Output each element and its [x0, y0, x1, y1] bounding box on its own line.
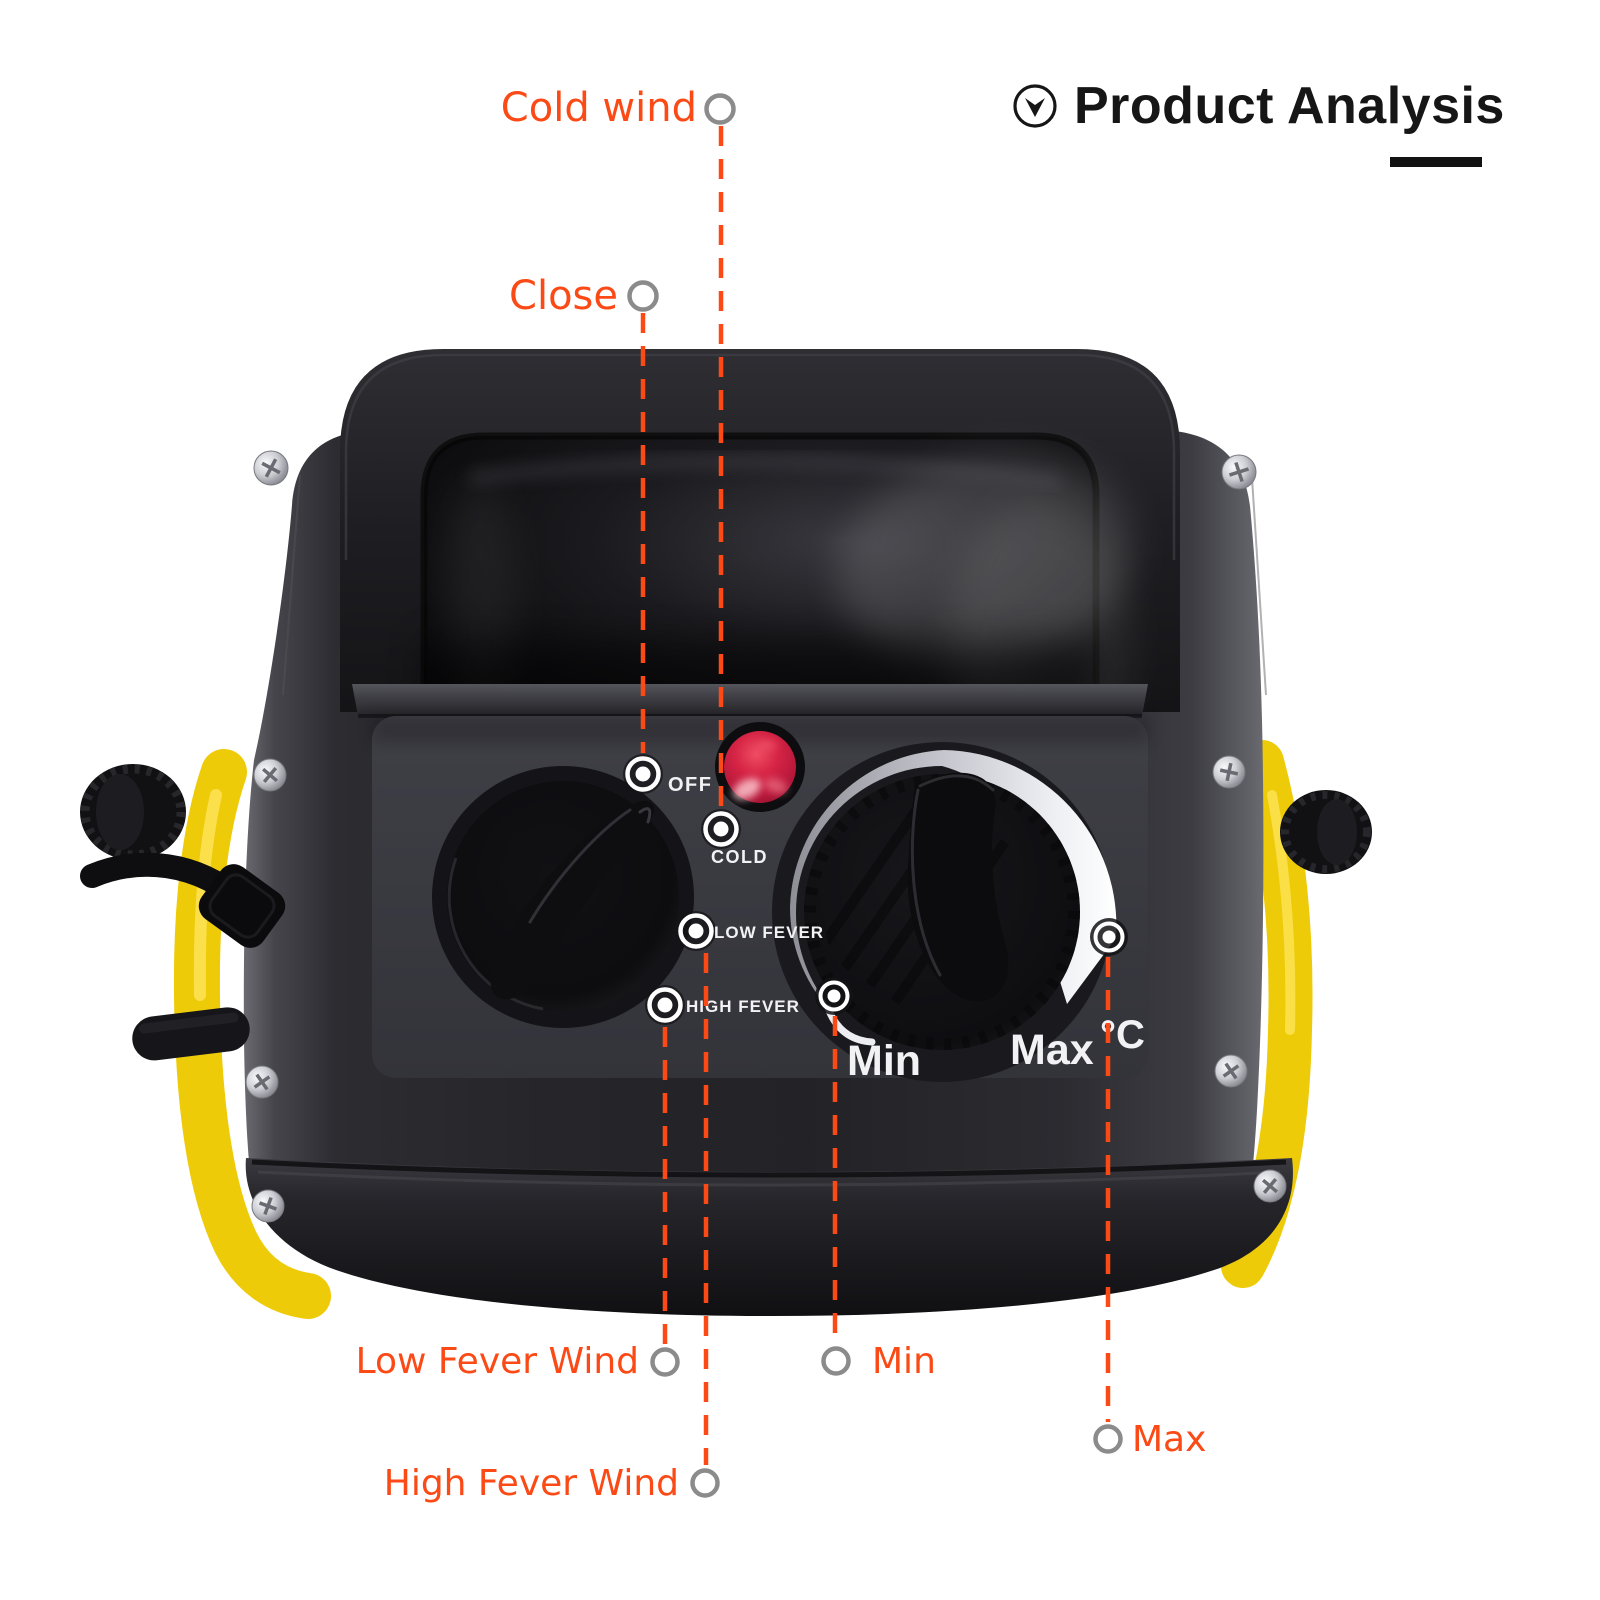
- callout-lines: [640, 126, 1111, 1465]
- mode-knob: [432, 766, 694, 1028]
- front-ledge: [352, 684, 1148, 716]
- screws: [245, 450, 1287, 1223]
- panel-labels: OFF COLD LOW FEVER HIGH FEVER Min Max °C: [668, 774, 1145, 1085]
- page-title: Product Analysis: [1012, 76, 1505, 136]
- callout-ring-close: [627, 280, 659, 312]
- side-knob-right: [1280, 790, 1372, 874]
- callout-label-high-fever-wind: High Fever Wind: [383, 1463, 679, 1504]
- title-underline: [1390, 157, 1482, 167]
- callout-label-cold-wind: Cold wind: [500, 85, 697, 131]
- panel-label-min: Min: [847, 1037, 921, 1085]
- callout-ring-cold-wind: [704, 93, 736, 125]
- marker-high-fever: [645, 985, 685, 1025]
- frame-lever: [132, 1007, 250, 1061]
- thermostat-knob-lever: [907, 772, 1009, 1002]
- callout-label-min: Min: [872, 1341, 936, 1382]
- callout-label-close: Close: [509, 273, 618, 319]
- screw: [1212, 755, 1246, 789]
- screw: [1221, 454, 1257, 490]
- callout-ring-max: [1093, 1424, 1123, 1454]
- callout-ring-low-fever-wind: [650, 1347, 680, 1377]
- callout-label-low-fever-wind: Low Fever Wind: [355, 1341, 639, 1382]
- power-indicator-light: [715, 722, 805, 812]
- callout-label-max: Max: [1132, 1419, 1207, 1460]
- side-knob-left: [80, 764, 186, 860]
- marker-min: [815, 977, 853, 1015]
- mode-knob-lever: [490, 800, 655, 1000]
- panel-label-off: OFF: [668, 774, 713, 796]
- panel-label-cold: COLD: [711, 847, 768, 867]
- marker-low-fever: [676, 911, 716, 951]
- panel-markers: [623, 754, 1128, 1025]
- screw: [251, 1189, 285, 1223]
- callout-ring-high-fever-wind: [690, 1468, 720, 1498]
- screw: [1253, 1169, 1287, 1203]
- screw: [253, 758, 287, 792]
- marker-max: [1090, 918, 1128, 956]
- body-seam-right: [1251, 477, 1267, 696]
- carry-handle: [340, 349, 1180, 780]
- body-seam-left: [282, 474, 301, 696]
- screw: [1214, 1054, 1248, 1088]
- screw: [245, 1065, 279, 1099]
- base-band: [245, 1158, 1293, 1316]
- page-title-text: Product Analysis: [1074, 77, 1505, 135]
- circle-chevron-down-icon: [1013, 84, 1057, 128]
- thermostat-knob: [772, 742, 1117, 1082]
- marker-off: [623, 754, 663, 794]
- cord-grommet: [198, 864, 286, 948]
- callout-ring-min: [821, 1346, 851, 1376]
- marker-cold: [701, 809, 741, 849]
- panel-label-max: Max: [1010, 1026, 1094, 1074]
- callout-rings: [627, 93, 1123, 1498]
- screw: [253, 450, 289, 486]
- panel-label-high-fever: HIGH FEVER: [686, 997, 800, 1016]
- panel-label-low-fever: LOW FEVER: [714, 923, 824, 942]
